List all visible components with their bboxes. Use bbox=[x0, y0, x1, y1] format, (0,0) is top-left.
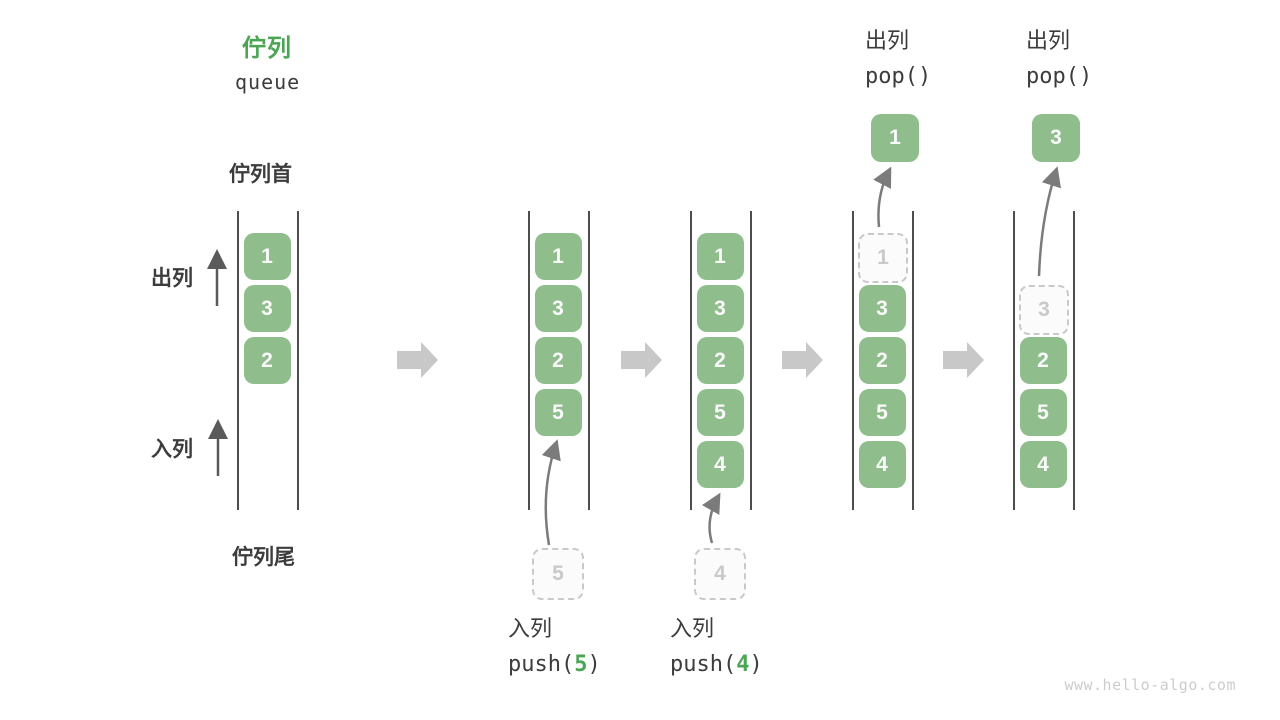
queue-cell: 1 bbox=[534, 233, 582, 280]
queue-cell: 4 bbox=[1019, 441, 1067, 488]
op-code: push(5) bbox=[508, 654, 601, 676]
queue-rail-right bbox=[588, 211, 590, 510]
op-label-text: 出列 bbox=[1026, 28, 1071, 53]
queue-cell: 4 bbox=[696, 441, 744, 488]
queue-rail-right bbox=[912, 211, 914, 510]
op-close: ) bbox=[917, 64, 932, 89]
direction-arrow-icon bbox=[207, 249, 228, 476]
queue-cell: 5 bbox=[858, 389, 906, 436]
label-enqueue: 入列 bbox=[151, 438, 193, 461]
op-code: pop() bbox=[1026, 66, 1092, 88]
op-label: 入列 push(4) bbox=[670, 618, 763, 676]
queue-cell: 3 bbox=[696, 285, 744, 332]
op-fn: pop( bbox=[1026, 64, 1079, 89]
op-fn: push( bbox=[508, 652, 575, 677]
queue-rail-right bbox=[1073, 211, 1075, 510]
queue-rail-left bbox=[690, 211, 692, 510]
queue-rail-right bbox=[750, 211, 752, 510]
incoming-ghost-cell: 4 bbox=[694, 548, 746, 600]
incoming-ghost-cell: 5 bbox=[532, 548, 584, 600]
diagram-title: 佇列 bbox=[242, 35, 292, 62]
watermark: www.hello-algo.com bbox=[1064, 676, 1236, 694]
label-queue-front: 佇列首 bbox=[229, 163, 292, 186]
op-fn: pop( bbox=[865, 64, 918, 89]
queue-cell: 2 bbox=[1019, 337, 1067, 384]
op-close: ) bbox=[749, 652, 763, 677]
queue-cell: 3 bbox=[243, 285, 291, 332]
op-label: 入列 push(5) bbox=[508, 618, 601, 676]
queue-rail-left bbox=[1013, 211, 1015, 510]
op-arg: 5 bbox=[574, 652, 588, 677]
queue-cell: 2 bbox=[696, 337, 744, 384]
label-queue-rear: 佇列尾 bbox=[232, 546, 295, 569]
operation-arrow-icon bbox=[541, 166, 1061, 546]
popped-ghost-cell: 3 bbox=[1019, 285, 1069, 335]
queue-cell: 5 bbox=[534, 389, 582, 436]
popped-ghost-cell: 1 bbox=[858, 233, 908, 283]
op-label: 出列 pop() bbox=[1026, 30, 1092, 88]
op-arg: 4 bbox=[736, 652, 750, 677]
queue-cell: 1 bbox=[243, 233, 291, 280]
queue-cell: 4 bbox=[858, 441, 906, 488]
queue-cell: 3 bbox=[534, 285, 582, 332]
queue-cell: 3 bbox=[858, 285, 906, 332]
op-fn: push( bbox=[670, 652, 737, 677]
queue-rail-left bbox=[237, 211, 239, 510]
op-code: pop() bbox=[865, 66, 931, 88]
queue-cell: 2 bbox=[858, 337, 906, 384]
queue-rail-left bbox=[852, 211, 854, 510]
queue-rail-right bbox=[297, 211, 299, 510]
label-dequeue: 出列 bbox=[151, 267, 193, 290]
queue-cell: 5 bbox=[1019, 389, 1067, 436]
op-code: push(4) bbox=[670, 654, 763, 676]
op-close: ) bbox=[587, 652, 601, 677]
queue-cell: 2 bbox=[243, 337, 291, 384]
op-label-text: 出列 bbox=[865, 28, 910, 53]
queue-rail-left bbox=[528, 211, 530, 510]
queue-cell: 2 bbox=[534, 337, 582, 384]
op-label: 出列 pop() bbox=[865, 30, 931, 88]
popped-cell: 3 bbox=[1032, 114, 1080, 162]
diagram-subtitle: queue bbox=[235, 70, 301, 94]
op-label-text: 入列 bbox=[508, 616, 553, 641]
queue-cell: 1 bbox=[696, 233, 744, 280]
queue-cell: 5 bbox=[696, 389, 744, 436]
op-close: ) bbox=[1078, 64, 1093, 89]
popped-cell: 1 bbox=[871, 114, 919, 162]
op-label-text: 入列 bbox=[670, 616, 715, 641]
